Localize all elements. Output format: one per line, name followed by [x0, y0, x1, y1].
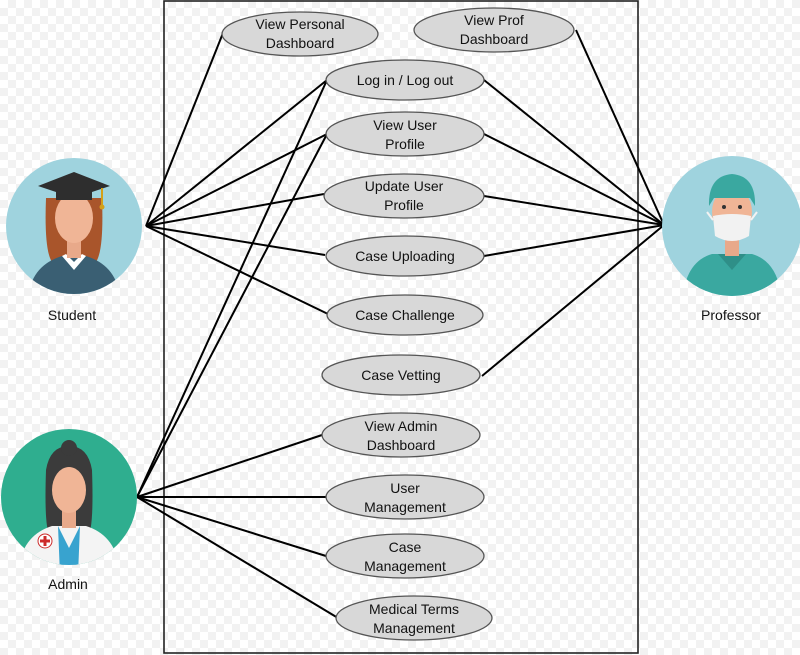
use-case-label-line1: View Prof	[464, 12, 524, 28]
use-case-label: Case Challenge	[355, 307, 455, 323]
associations	[136, 29, 665, 619]
use-case-view-prof-dashboard: View Prof Dashboard	[413, 7, 575, 53]
student-avatar-icon	[28, 172, 120, 294]
assoc-professor-case-vetting	[481, 224, 665, 377]
use-case-log-in-out: Log in / Log out	[325, 59, 485, 101]
use-case-label: Case Uploading	[355, 248, 455, 264]
use-case-view-user-profile: View User Profile	[325, 111, 485, 157]
use-case-update-user-profile: Update User Profile	[323, 173, 485, 219]
use-case-case-uploading: Case Uploading	[325, 235, 485, 277]
use-case-label-line2: Profile	[384, 197, 424, 213]
use-case-case-challenge: Case Challenge	[326, 294, 484, 336]
use-case-label-line1: View User	[373, 117, 437, 133]
use-case-label-line2: Dashboard	[460, 31, 529, 47]
assoc-professor-update-user-profile	[483, 195, 665, 226]
use-case-label-line2: Profile	[385, 136, 425, 152]
actor-admin: Admin	[1, 429, 137, 592]
use-case-label-line1: View Personal	[255, 16, 344, 32]
use-case-label: Log in / Log out	[357, 72, 454, 88]
assoc-student-case-uploading	[145, 225, 326, 256]
use-case-label-line1: Case	[389, 539, 422, 555]
system-boundary	[163, 0, 639, 654]
assoc-professor-log-in-out	[483, 79, 665, 226]
use-case-label: Case Vetting	[361, 367, 440, 383]
actor-professor: Professor	[662, 156, 800, 323]
use-case-label-line1: Update User	[365, 178, 444, 194]
use-case-medical-terms-management: Medical Terms Management	[335, 595, 493, 641]
use-case-label-line2: Dashboard	[266, 35, 335, 51]
use-case-label-line1: User	[390, 480, 420, 496]
assoc-admin-view-admin-dashboard	[136, 434, 323, 498]
assoc-admin-medical-terms-management	[136, 496, 339, 619]
actor-label-professor: Professor	[701, 307, 761, 323]
assoc-student-log-in-out	[145, 79, 328, 227]
use-case-label-line2: Dashboard	[367, 437, 436, 453]
assoc-student-update-user-profile	[145, 193, 325, 227]
assoc-admin-log-in-out	[136, 79, 328, 498]
use-case-case-management: Case Management	[325, 533, 485, 579]
assoc-admin-view-user-profile	[136, 133, 328, 498]
use-case-label-line2: Management	[364, 499, 446, 515]
assoc-professor-case-uploading	[483, 224, 665, 257]
assoc-student-view-personal-dashboard	[145, 32, 224, 227]
use-case-view-admin-dashboard: View Admin Dashboard	[321, 412, 481, 458]
assoc-professor-view-user-profile	[483, 133, 665, 226]
use-case-user-management: User Management	[325, 474, 485, 520]
use-case-label-line1: View Admin	[365, 418, 438, 434]
actor-student: Student	[6, 158, 142, 323]
assoc-student-case-challenge	[145, 225, 329, 315]
use-case-label-line2: Management	[364, 558, 446, 574]
actor-label-admin: Admin	[48, 576, 88, 592]
actor-label-student: Student	[48, 307, 96, 323]
assoc-professor-view-prof-dashboard	[575, 29, 665, 226]
use-case-label-line1: Medical Terms	[369, 601, 459, 617]
use-case-case-vetting: Case Vetting	[321, 354, 481, 396]
assoc-admin-case-management	[136, 496, 327, 557]
use-case-view-personal-dashboard: View Personal Dashboard	[221, 11, 379, 57]
assoc-student-view-user-profile	[145, 133, 328, 227]
use-case-label-line2: Management	[373, 620, 455, 636]
